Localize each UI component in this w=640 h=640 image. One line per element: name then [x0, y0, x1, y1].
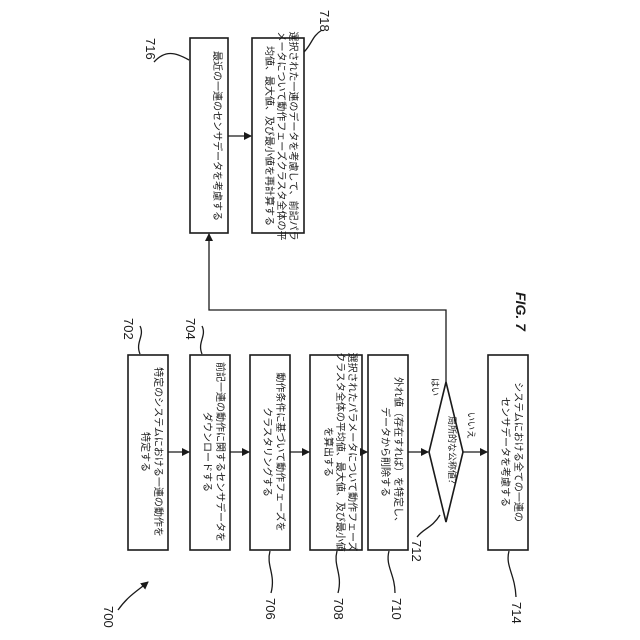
decision-712	[429, 382, 463, 522]
box-702-line-1: 特定のシステムにおける一連の動作を	[152, 367, 165, 537]
leader-702	[139, 326, 142, 354]
box-708-line-1: 選択されたパラメータについて動作フェーズ	[346, 353, 359, 552]
box-708-line-2: クラスタ全体の平均値、最大値、及び最小値	[334, 352, 347, 552]
decision-712-text: 局所的な公称値？	[446, 416, 458, 488]
ref-718: 718	[317, 10, 332, 32]
box-710-line-1: 外れ値（存在すれば）を特定し、	[392, 377, 405, 527]
leader-700	[118, 582, 148, 610]
leader-706	[269, 551, 272, 593]
no-label: いいえ	[465, 412, 476, 439]
leader-708	[336, 551, 339, 593]
figure-label: FIG. 7	[513, 292, 529, 332]
ref-700: 700	[101, 606, 116, 628]
ref-706: 706	[263, 598, 278, 620]
box-716-text: 最近の一連のセンサデータを考慮する	[211, 51, 224, 221]
box-714-line-2: センサデータを考慮する	[499, 397, 512, 507]
yes-label: はい	[429, 378, 440, 396]
leader-716	[154, 54, 189, 63]
box-714-line-1: システムにおける全ての一連の	[512, 382, 525, 522]
ref-714: 714	[509, 602, 524, 624]
leader-718	[304, 30, 322, 52]
ref-708: 708	[331, 598, 346, 620]
ref-702: 702	[121, 318, 136, 340]
box-708-line-3: を算出する	[322, 427, 335, 477]
box-702-line-2: 特定する	[139, 432, 152, 472]
box-706-line-2: クラスタリングする	[261, 407, 274, 497]
leader-714	[508, 551, 516, 597]
ref-716: 716	[143, 38, 158, 60]
leader-712	[417, 515, 440, 537]
box-718-line-1: 選択された一連のデータを考慮して、前記パラ	[287, 31, 300, 240]
ref-712: 712	[409, 540, 424, 562]
leader-710	[388, 551, 395, 593]
ref-704: 704	[183, 318, 198, 340]
box-718-line-3: 均値、最大値、及び最小値を再計算する	[263, 46, 276, 226]
box-706-line-1: 動作条件に基づいて動作フェーズを	[274, 372, 287, 531]
box-704-line-2: ダウンロードする	[201, 412, 214, 492]
leader-704	[201, 326, 204, 354]
box-710-line-2: データから削除する	[379, 407, 392, 497]
box-718-line-2: メータについて動作フェーズクラスタ全体の平	[275, 32, 288, 241]
box-704-line-1: 前記一連の動作に関するセンサデータを	[214, 362, 227, 542]
ref-710: 710	[389, 598, 404, 620]
